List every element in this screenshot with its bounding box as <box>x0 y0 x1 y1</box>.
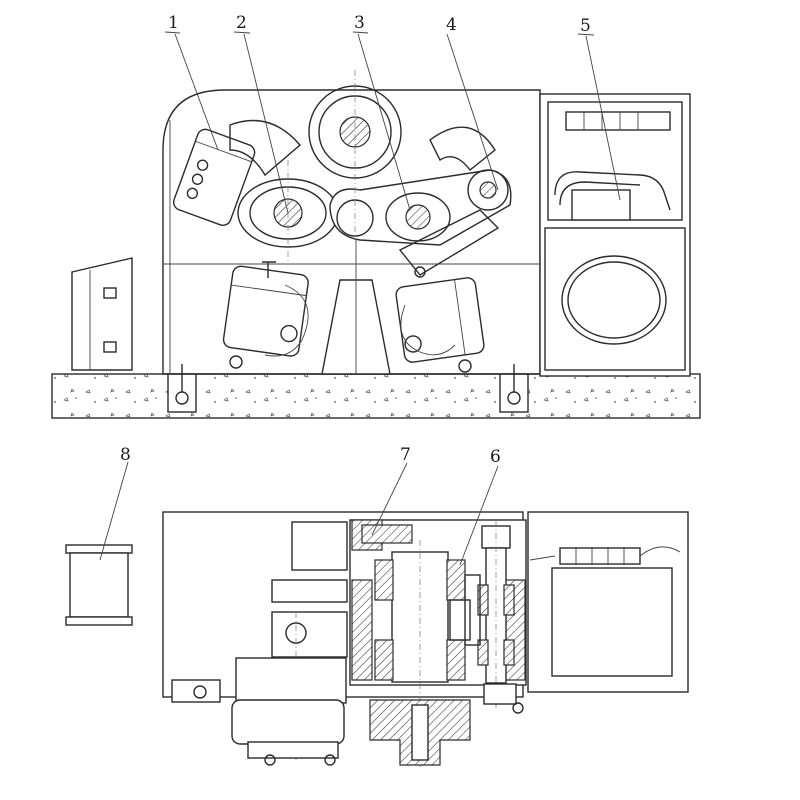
lower-motor-left <box>222 265 309 357</box>
callout-4: 4 <box>446 15 457 35</box>
cable-spool <box>65 544 133 626</box>
plan-view <box>65 511 689 770</box>
main-housing <box>162 89 541 375</box>
callout-3: 3 <box>354 13 365 33</box>
anchor-bolt-left <box>167 364 197 413</box>
callout-8: 8 <box>120 445 131 465</box>
belt-drive-arm <box>329 126 512 278</box>
callout-2: 2 <box>236 13 247 33</box>
lower-motor-right <box>395 277 485 363</box>
callout-5: 5 <box>580 16 591 36</box>
electrical-cabinet <box>539 93 691 377</box>
callout-7: 7 <box>400 445 411 465</box>
anchor-bolt-right <box>499 364 529 413</box>
front-elevation-view <box>51 70 701 419</box>
leader-lines <box>99 31 621 566</box>
callout-1: 1 <box>168 13 179 33</box>
control-cabinet <box>71 257 133 371</box>
gearbox-section <box>349 519 527 770</box>
concrete-foundation <box>51 373 701 419</box>
tilted-motor-upper <box>172 128 256 226</box>
callout-6: 6 <box>490 447 501 467</box>
plan-electrical-cabinet <box>527 511 689 693</box>
